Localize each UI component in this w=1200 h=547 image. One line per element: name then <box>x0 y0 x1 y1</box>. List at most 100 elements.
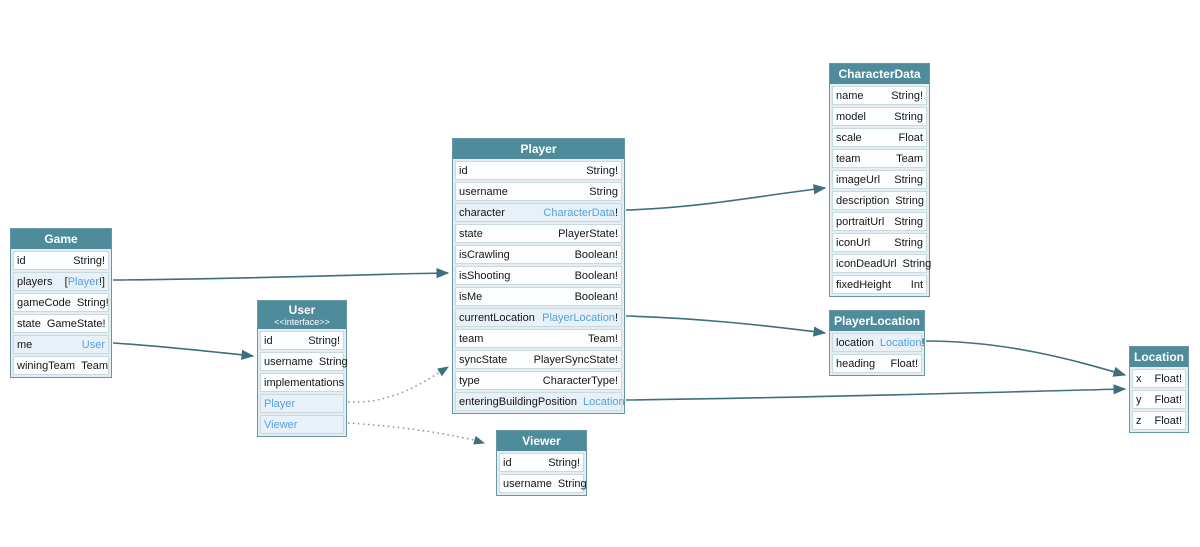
type-link[interactable]: User <box>81 338 105 351</box>
table-title-text: Game <box>44 231 78 246</box>
type-link[interactable]: CharacterData <box>543 206 615 219</box>
type-link[interactable]: PlayerLocation <box>542 311 615 324</box>
field-name: portraitUrl <box>836 215 885 228</box>
field-name: username <box>503 477 552 490</box>
field-type: Int <box>910 278 923 291</box>
field-name: character <box>459 206 505 219</box>
field-type: Boolean! <box>574 248 618 261</box>
field-row-implementations[interactable]: implementations <box>260 373 344 392</box>
field-name: imageUrl <box>836 173 881 186</box>
edge-playerlocation-location-to-location <box>925 340 1127 377</box>
field-name: description <box>836 194 890 207</box>
field-name: fixedHeight <box>836 278 892 291</box>
field-row-iscrawling[interactable]: isCrawling Boolean! <box>455 245 622 264</box>
table-title-user[interactable]: User<<interface>> <box>258 301 346 329</box>
field-type: String <box>318 355 348 368</box>
type-link[interactable]: Location <box>583 395 625 408</box>
field-type: CharacterType! <box>542 374 618 387</box>
field-type: String! <box>308 334 340 347</box>
field-type: Boolean! <box>574 269 618 282</box>
table-title-text: Viewer <box>522 433 561 448</box>
field-type: String! <box>548 456 580 469</box>
field-row-viewer[interactable]: Viewer <box>260 415 344 434</box>
field-name: isCrawling <box>459 248 510 261</box>
type-link[interactable]: Player <box>264 397 296 410</box>
field-row-player[interactable]: Player <box>260 394 344 413</box>
field-type: String! <box>891 89 923 102</box>
field-row-username[interactable]: username String <box>499 474 587 493</box>
field-type: String <box>557 477 587 490</box>
table-title-text: Location <box>1134 349 1184 364</box>
field-row-portraiturl[interactable]: portraitUrl String <box>832 212 927 231</box>
field-row-players[interactable]: players[Player!] <box>13 272 109 291</box>
type-link[interactable]: Viewer <box>264 418 298 431</box>
field-type: Team <box>81 359 108 372</box>
edge-game-players-to-player <box>112 268 450 281</box>
table-title-location[interactable]: Location <box>1130 347 1188 367</box>
field-name: type <box>459 374 480 387</box>
type-link[interactable]: Location <box>879 336 922 349</box>
field-type: PlayerState! <box>558 227 618 240</box>
field-type: [Player!] <box>64 275 105 288</box>
field-type: PlayerSyncState! <box>533 353 618 366</box>
field-name: z <box>1136 414 1142 427</box>
edge-user-player-to-player <box>347 366 449 403</box>
table-title-playerlocation[interactable]: PlayerLocation <box>830 311 924 331</box>
field-name: location <box>836 336 874 349</box>
table-title-player[interactable]: Player <box>453 139 624 159</box>
field-row-state[interactable]: state PlayerState! <box>455 224 622 243</box>
field-row-isshooting[interactable]: isShooting Boolean! <box>455 266 622 285</box>
field-type: String! <box>73 254 105 267</box>
field-name: iconUrl <box>836 236 871 249</box>
field-row-type[interactable]: type CharacterType! <box>455 371 622 390</box>
field-name: state <box>459 227 483 240</box>
field-type: Location <box>583 396 625 408</box>
field-type: User <box>82 339 105 351</box>
field-row-fixedheight[interactable]: fixedHeight Int <box>832 275 927 294</box>
table-title-game[interactable]: Game <box>11 229 111 249</box>
type-link[interactable]: Player <box>67 275 99 288</box>
field-name: isShooting <box>459 269 511 282</box>
table-title-viewer[interactable]: Viewer <box>497 431 586 451</box>
field-type: String <box>894 215 923 228</box>
table-title-characterdata[interactable]: CharacterData <box>830 64 929 84</box>
